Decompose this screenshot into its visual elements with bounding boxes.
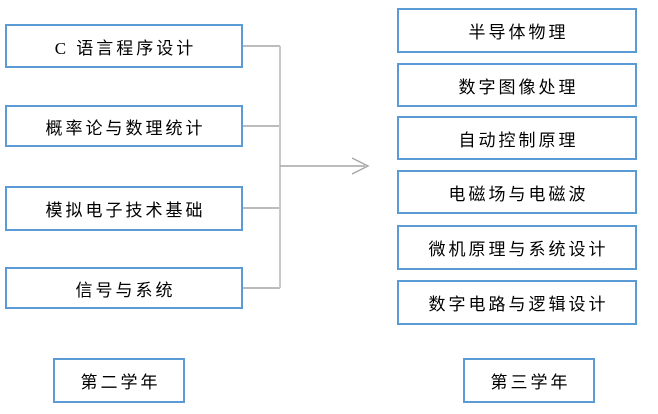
- year3-course-box-5: 微机原理与系统设计: [397, 225, 637, 270]
- year3-course-box-2: 数字图像处理: [397, 63, 637, 107]
- year-label: 第二学年: [80, 373, 161, 392]
- course-label: 微机原理与系统设计: [428, 240, 609, 259]
- year3-course-box-6: 数字电路与逻辑设计: [397, 280, 637, 325]
- course-label: 模拟电子技术基础: [45, 201, 206, 220]
- year2-course-box-3: 模拟电子技术基础: [5, 186, 243, 231]
- course-label: 半导体物理: [468, 23, 569, 42]
- flow-arrow-head: [351, 157, 370, 175]
- year2-course-box-4: 信号与系统: [5, 267, 243, 309]
- year3-course-box-3: 自动控制原理: [397, 116, 637, 160]
- year3-course-box-1: 半导体物理: [397, 8, 637, 53]
- year2-course-box-2: 概率论与数理统计: [5, 105, 243, 147]
- course-label: 电磁场与电磁波: [448, 184, 589, 204]
- year3-course-box-4: 电磁场与电磁波: [397, 170, 637, 214]
- course-label: 信号与系统: [75, 280, 176, 300]
- year2-course-box-1: C 语言程序设计: [5, 24, 243, 68]
- year2-label-box: 第二学年: [53, 358, 185, 403]
- course-label: 自动控制原理: [458, 130, 579, 150]
- course-label: 数字电路与逻辑设计: [428, 295, 609, 314]
- course-label: 数字图像处理: [458, 77, 579, 97]
- course-label: C 语言程序设计: [54, 38, 197, 58]
- year3-label-box: 第三学年: [463, 358, 595, 403]
- year-label: 第三学年: [490, 373, 571, 392]
- course-label: 概率论与数理统计: [45, 118, 206, 138]
